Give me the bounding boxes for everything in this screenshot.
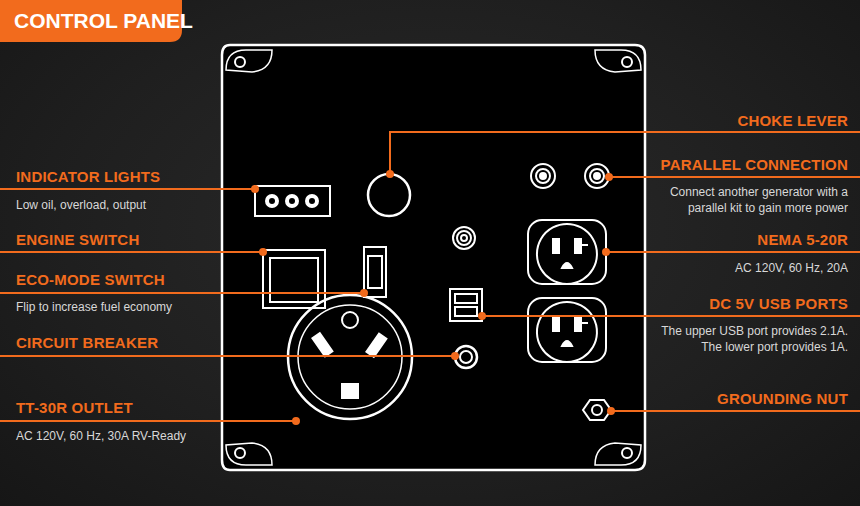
callout-heading: GROUNDING NUT <box>717 390 848 408</box>
callout-heading: PARALLEL CONNECTION <box>661 156 848 174</box>
indicator-lights <box>255 186 330 216</box>
nema-outlet <box>528 220 606 284</box>
nema-outlet <box>528 298 606 362</box>
panel-housing <box>222 45 645 470</box>
usb-ports <box>450 289 482 321</box>
leader-lines <box>0 132 860 424</box>
callout-heading: CHOKE LEVER <box>737 112 848 130</box>
callout-description: AC 120V, 60 Hz, 20A <box>735 260 848 276</box>
callout-description: AC 120V, 60 Hz, 30A RV-Ready <box>16 428 186 444</box>
callout-description: The upper USB port provides 2.1A. The lo… <box>643 323 848 355</box>
title: CONTROL PANEL <box>14 9 193 33</box>
callout-heading: TT-30R OUTLET <box>16 399 133 417</box>
grounding-nut <box>583 400 611 420</box>
choke-lever <box>368 174 410 216</box>
callout-heading: INDICATOR LIGHTS <box>16 168 160 186</box>
callout-description: Low oil, overload, output <box>16 197 146 213</box>
callout-description: Flip to increase fuel economy <box>16 299 172 315</box>
callout-heading: CIRCUIT BREAKER <box>16 334 158 352</box>
callout-heading: DC 5V USB PORTS <box>709 295 848 313</box>
callout-heading: NEMA 5-20R <box>757 231 848 249</box>
callout-heading: ECO-MODE SWITCH <box>16 271 165 289</box>
callout-heading: ENGINE SWITCH <box>16 231 139 249</box>
eco-switch <box>364 247 386 297</box>
callout-description: Connect another generator with a paralle… <box>648 184 848 216</box>
engine-switch <box>263 250 325 308</box>
